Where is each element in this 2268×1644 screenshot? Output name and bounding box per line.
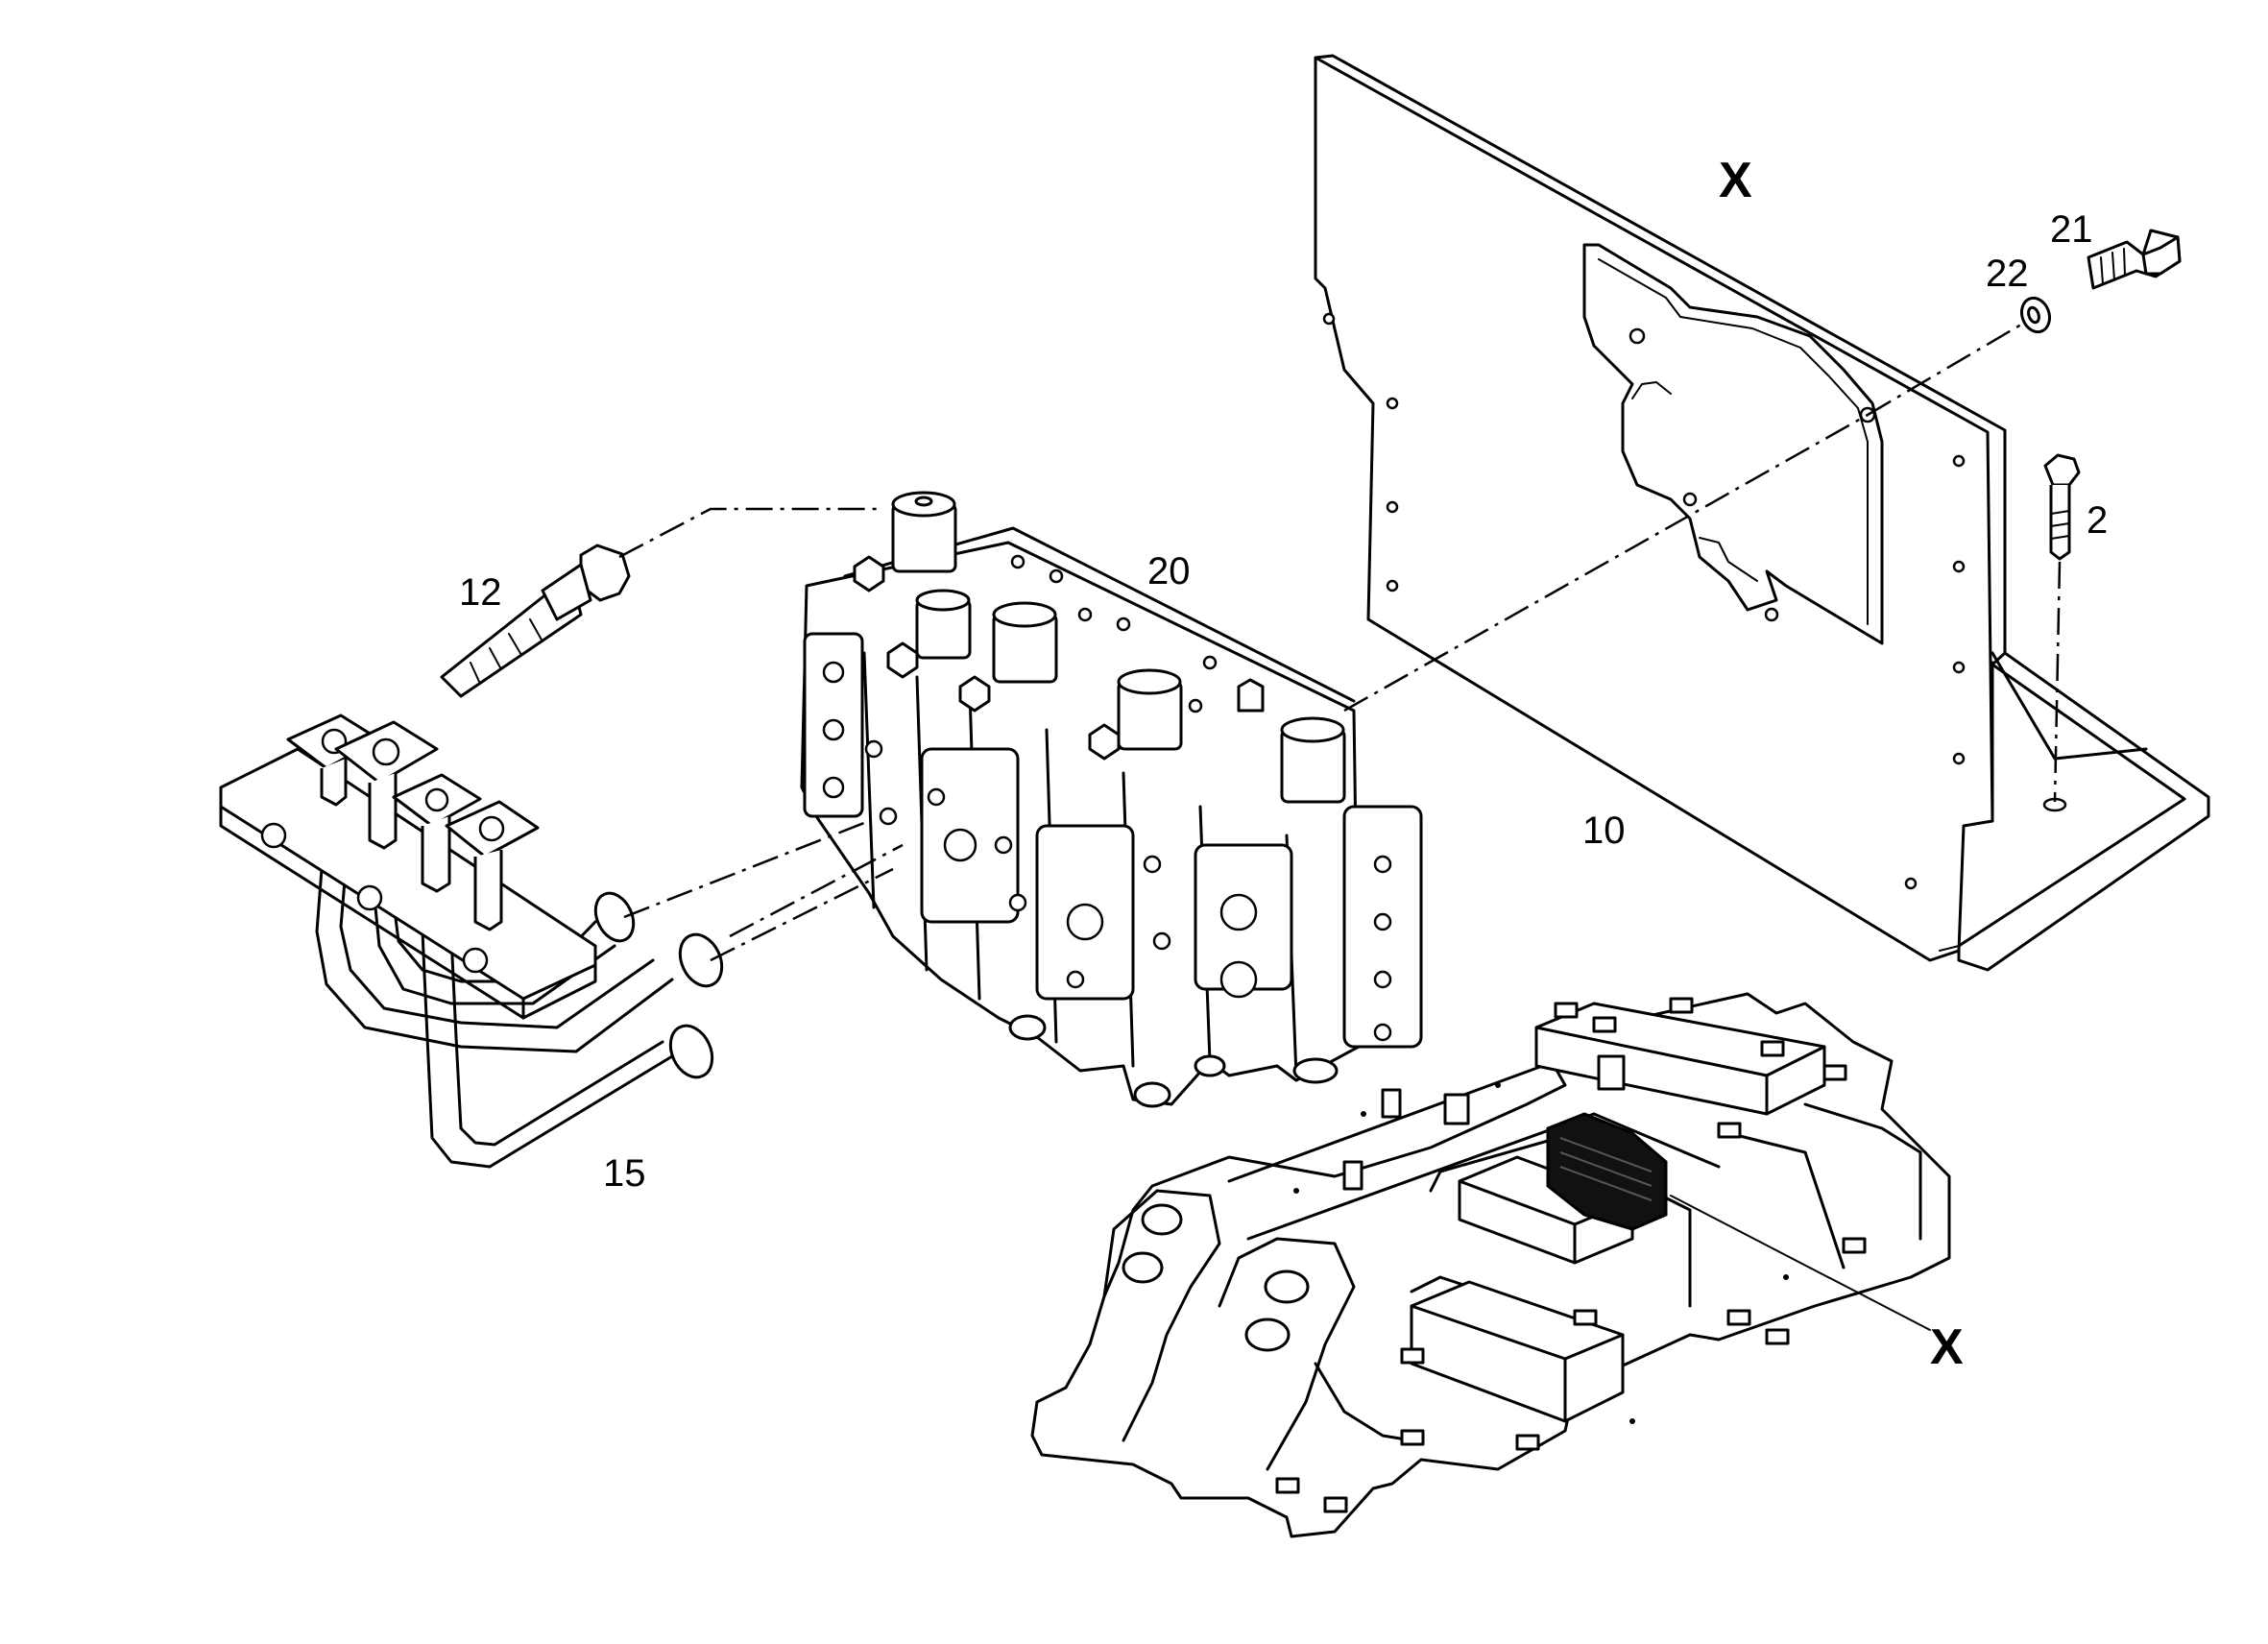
component-x-block[interactable] bbox=[1546, 1112, 1668, 1231]
plate-hole bbox=[1629, 327, 1646, 345]
leader-15-a bbox=[623, 819, 870, 919]
flange bbox=[445, 800, 540, 931]
solenoid bbox=[1280, 716, 1346, 804]
part-12-fitting[interactable] bbox=[440, 544, 631, 698]
leader-22 bbox=[1867, 320, 2027, 417]
flange bbox=[392, 773, 482, 893]
part-2-bolt[interactable] bbox=[2043, 453, 2081, 561]
plate-hole bbox=[1952, 661, 1966, 674]
plate-hole bbox=[1386, 500, 1399, 514]
part-22-washer[interactable] bbox=[2017, 294, 2055, 335]
plate-hole bbox=[1952, 560, 1966, 573]
plate-hole bbox=[1764, 607, 1779, 622]
label-part-10: 10 bbox=[1582, 810, 1626, 852]
label-part-15: 15 bbox=[603, 1152, 646, 1195]
leader-15-c bbox=[729, 843, 904, 938]
machine-frame[interactable] bbox=[1030, 992, 1951, 1538]
label-part-21: 21 bbox=[2050, 208, 2093, 251]
part-21-bolt[interactable] bbox=[2087, 229, 2182, 290]
leader-15-b bbox=[710, 867, 894, 962]
solenoid bbox=[891, 491, 957, 573]
part-10-mounting-plate[interactable] bbox=[1314, 54, 2210, 972]
plate-hole bbox=[1952, 752, 1966, 765]
plate-hole bbox=[1322, 312, 1336, 326]
plate-hole bbox=[1386, 579, 1399, 592]
leader-2 bbox=[2053, 561, 2062, 803]
label-part-2: 2 bbox=[2087, 499, 2108, 542]
leader-x-bottom bbox=[1670, 1195, 1931, 1331]
solenoid bbox=[992, 601, 1058, 684]
plate-hole bbox=[1904, 877, 1918, 890]
part-20-control-valve[interactable] bbox=[800, 491, 1423, 1108]
solenoid bbox=[915, 589, 972, 660]
leader-20-10 bbox=[1343, 413, 1869, 713]
label-part-12: 12 bbox=[459, 571, 502, 614]
label-x-top: X bbox=[1719, 153, 1752, 208]
leader-12 bbox=[618, 507, 879, 559]
plate-hole bbox=[1952, 454, 1966, 468]
plate-hole bbox=[1682, 492, 1698, 507]
label-part-22: 22 bbox=[1986, 253, 2029, 295]
label-part-20: 20 bbox=[1147, 550, 1191, 592]
plate-hole bbox=[1386, 397, 1399, 410]
solenoid bbox=[1117, 668, 1183, 751]
leader-lines bbox=[618, 320, 2062, 1331]
part-15-manifold[interactable] bbox=[219, 713, 730, 1169]
flange bbox=[334, 720, 439, 850]
label-x-bottom: X bbox=[1930, 1319, 1964, 1375]
